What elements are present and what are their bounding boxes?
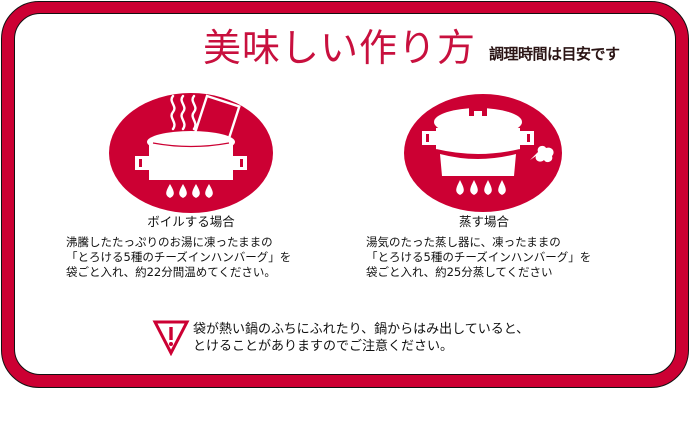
cooking-time-note: 調理時間は目安です [489, 45, 620, 63]
warning-triangle-icon [152, 318, 190, 360]
steam-method-heading: 蒸す場合 [458, 214, 509, 229]
warning-message: 袋が熱い鍋のふちにふれたり、鍋からはみ出していると、 とけることがありますのでご… [193, 321, 529, 355]
page-title: 美味しい作り方 [203, 26, 477, 70]
warning-line: 袋が熱い鍋のふちにふれたり、鍋からはみ出していると、 [193, 322, 530, 337]
steamer-pot-icon [404, 94, 564, 218]
instruction-line: 袋ごと入れ、約22分間温めてください。 [66, 265, 276, 279]
boiling-pot-icon [108, 92, 274, 218]
boil-method-instructions: 沸騰したたっぷりのお湯に凍ったままの 「とろける5種のチーズインハンバーグ」を … [66, 235, 291, 280]
instruction-line: 「とろける5種のチーズインハンバーグ」を [366, 250, 592, 264]
boil-method-heading: ボイルする場合 [147, 214, 235, 229]
warning-line: とけることがありますのでご注意ください。 [193, 339, 454, 354]
instruction-line: 湯気のたった蒸し器に、凍ったままの [366, 235, 561, 249]
card-frame-inner [14, 13, 676, 375]
instruction-line: 袋ごと入れ、約25分蒸してください [366, 265, 553, 279]
instruction-line: 「とろける5種のチーズインハンバーグ」を [66, 250, 292, 264]
steam-method-instructions: 湯気のたった蒸し器に、凍ったままの 「とろける5種のチーズインハンバーグ」を 袋… [366, 235, 591, 280]
instruction-line: 沸騰したたっぷりのお湯に凍ったままの [66, 235, 273, 249]
